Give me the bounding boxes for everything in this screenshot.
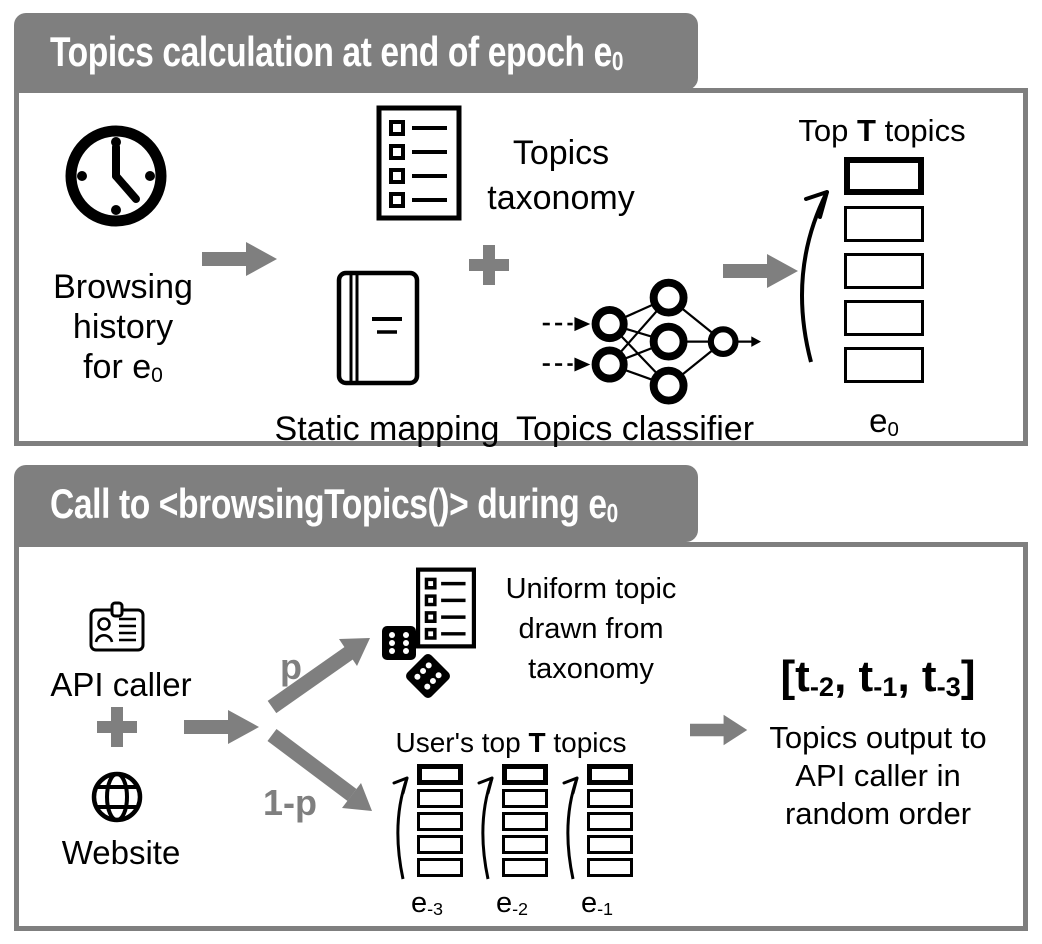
mini-curved-arrow-icon [562,776,579,880]
api-caller-label: API caller [50,666,192,703]
taxonomy-icon [376,105,462,221]
topic-box [502,835,548,854]
topic-box [417,764,463,785]
website-label: Website [61,834,181,871]
globe-icon [91,771,143,823]
probability-p-label: p [280,646,302,687]
topic-box [587,764,633,785]
plus-icon [97,707,137,747]
topic-stack-e-minus-2 [476,764,548,882]
topic-box [844,206,924,242]
topic-stack-e-minus-3 [391,764,463,882]
epoch-e-minus-2-label: e-2 [495,887,529,920]
topics-taxonomy-label: Topics taxonomy [487,134,635,217]
topic-box [502,764,548,785]
static-mapping-label: Static mapping [274,410,500,448]
topic-box [587,789,633,808]
clock-icon [65,125,167,227]
users-top-topics-label: User's top T topics [395,727,627,758]
topic-stack-e-minus-1 [561,764,633,882]
topic-box [417,812,463,831]
top-t-topics-label: Top T topics [798,113,966,148]
topic-box [587,858,633,877]
id-card-icon [89,601,145,652]
topic-box [844,253,924,289]
topics-classifier-icon [542,278,761,405]
mini-curved-arrow-icon [392,776,409,880]
topic-box [502,812,548,831]
flow-arrow-3 [184,710,259,744]
panel1-header-text: Topics calculation at end of epoch e0 [50,27,624,77]
epoch-e-minus-3-label: e-3 [410,887,444,920]
topics-classifier-label: Topics classifier [515,410,755,448]
output-tuple: [t-2, t-1, t-3] [780,652,976,702]
topic-box [417,835,463,854]
panel1-header-tab: Topics calculation at end of epoch e0 [14,13,698,90]
flow-arrow-4 [690,714,748,746]
panel-browsing-topics-call: API caller Website p 1-p [14,542,1028,931]
dice-icon [382,626,450,698]
topic-box [502,789,548,808]
static-mapping-book-icon [336,270,420,386]
panel2-header-text: Call to <browsingTopics()> during e0 [50,479,618,529]
mini-curved-arrow-icon [477,776,494,880]
uniform-topic-label: Uniform topic drawn from taxonomy [505,573,677,685]
topic-box [417,789,463,808]
epoch-e0-label: e0 [869,402,899,441]
taxonomy-icon-small [416,567,476,649]
topics-stack-e0 [844,157,924,394]
output-caption: Topics output to API caller in random or… [769,720,987,831]
panel-topics-calculation: Browsing history for e0 Topics taxonomy [14,88,1028,448]
topic-box [844,300,924,336]
topic-box [502,858,548,877]
browsing-history-label: Browsing history for e0 [53,268,193,387]
topic-box [417,858,463,877]
branch-arrows-icon [267,638,372,811]
epoch-e-minus-1-label: e-1 [580,887,614,920]
plus-icon [469,245,509,285]
panel2-header-tab: Call to <browsingTopics()> during e0 [14,465,698,542]
topic-box [587,835,633,854]
flow-arrow-2 [723,254,798,288]
curved-arrow-icon [800,190,829,363]
flow-arrow-1 [202,242,277,276]
topic-box [844,347,924,383]
probability-1-p-label: 1-p [263,782,317,823]
topic-box [844,157,924,195]
topic-box [587,812,633,831]
